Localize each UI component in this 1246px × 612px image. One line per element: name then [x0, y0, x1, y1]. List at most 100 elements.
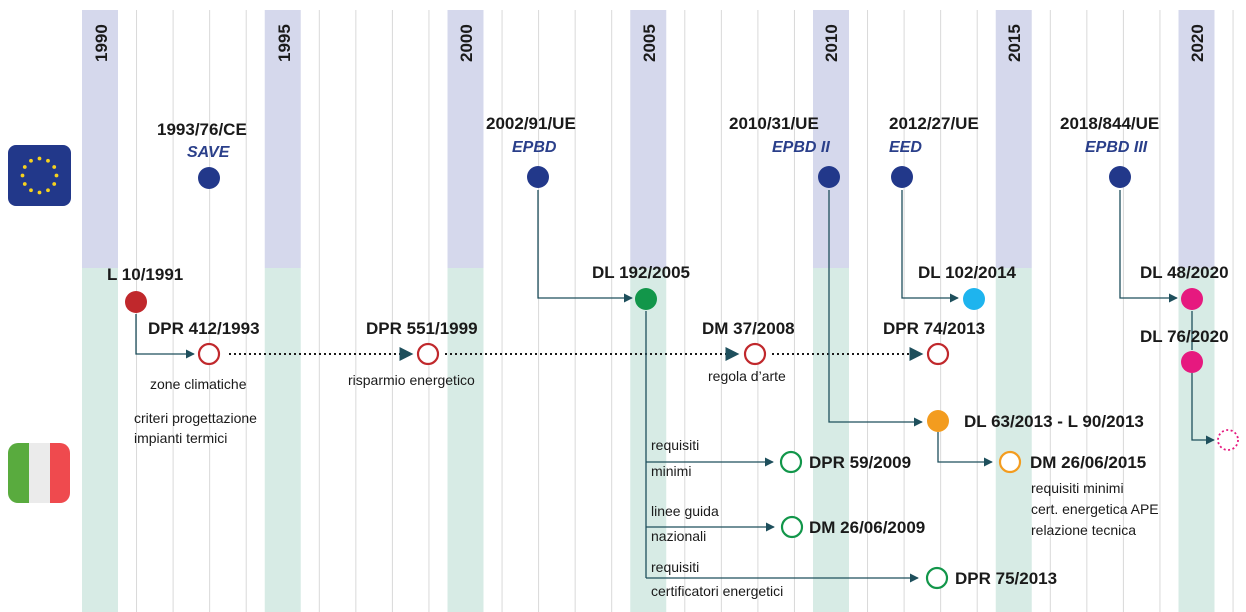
year-label-2010: 2010: [822, 24, 841, 62]
dot-dl48: [1181, 288, 1203, 310]
arrow-epbd-dl192: [537, 190, 633, 303]
year-label-2000: 2000: [457, 24, 476, 62]
branch-label-3b: certificatori energetici: [651, 583, 783, 599]
band-it-1990: [82, 268, 118, 612]
eu-directive-dots: [198, 166, 1131, 189]
year-label-2015: 2015: [1005, 24, 1024, 62]
note-dpr551: risparmio energetico: [348, 372, 475, 388]
name-epbd: EPBD: [512, 139, 557, 156]
dot-epbd-ii: [818, 166, 840, 188]
italy-flag-icon: [8, 443, 70, 503]
note-dpr412-1: zone climatiche: [150, 376, 247, 392]
band-eu-2015: [995, 10, 1032, 268]
arrow-dl63-dm2015: [937, 432, 993, 467]
dot-dpr74: [926, 342, 950, 366]
label-dl63: DL 63/2013 - L 90/2013: [964, 412, 1144, 431]
dot-save: [198, 167, 220, 189]
year-label-1995: 1995: [275, 24, 294, 62]
note-dm2015-2: cert. energetica APE: [1031, 501, 1159, 517]
label-dpr74: DPR 74/2013: [883, 319, 985, 338]
label-dm2015: DM 26/06/2015: [1030, 453, 1146, 472]
label-dm37: DM 37/2008: [702, 319, 795, 338]
band-eu-2020: [1178, 10, 1215, 268]
year-label-1990: 1990: [92, 24, 111, 62]
code-epbd: 2002/91/UE: [486, 114, 576, 133]
band-eu-1990: [82, 10, 118, 268]
label-dpr75: DPR 75/2013: [955, 569, 1057, 588]
arrow-eed-dl102: [901, 190, 959, 303]
connectors: [135, 190, 1215, 583]
band-it-2015: [995, 268, 1032, 612]
dot-dl63: [927, 410, 949, 432]
name-eed: EED: [889, 139, 922, 156]
eu-star: [52, 182, 57, 186]
eu-star: [52, 165, 57, 169]
code-save: 1993/76/CE: [157, 120, 247, 139]
label-dpr551: DPR 551/1999: [366, 319, 478, 338]
band-it-2010: [813, 268, 849, 612]
label-dl102: DL 102/2014: [918, 263, 1017, 282]
dot-dpr412: [197, 342, 221, 366]
dot-dm2009: [780, 515, 804, 539]
dot-dm37: [743, 342, 767, 366]
code-epbd-iii: 2018/844/UE: [1060, 114, 1159, 133]
branch-label-1b: minimi: [651, 463, 691, 479]
dot-dm2015: [998, 450, 1022, 474]
dot-dpr75: [925, 566, 949, 590]
band-eu-1995: [264, 10, 301, 268]
year-labels: 1990 1995 2000 2005 2010 2015 2020: [92, 24, 1207, 62]
eu-flag-icon: [8, 145, 71, 206]
band-it-1995: [264, 268, 301, 612]
dot-l10: [125, 291, 147, 313]
eu-star: [22, 165, 27, 169]
label-dl76: DL 76/2020: [1140, 327, 1229, 346]
label-dl48: DL 48/2020: [1140, 263, 1229, 282]
branch-label-2b: nazionali: [651, 528, 706, 544]
label-dl192: DL 192/2005: [592, 263, 690, 282]
label-dm2009: DM 26/06/2009: [809, 518, 925, 537]
band-eu-2010: [813, 10, 849, 268]
dot-dl102: [963, 288, 985, 310]
eu-star: [46, 158, 50, 163]
dot-dpr551: [416, 342, 440, 366]
band-eu-2005: [630, 10, 667, 268]
eu-star: [37, 156, 42, 161]
code-epbd-ii: 2010/31/UE: [729, 114, 819, 133]
eu-star: [22, 182, 27, 186]
eu-star: [54, 173, 59, 178]
band-eu-2000: [447, 10, 484, 268]
note-dm2015-3: relazione tecnica: [1031, 522, 1136, 538]
dot-dl76: [1181, 351, 1203, 373]
arrow-epbdii-dl63: [828, 190, 923, 427]
note-dpr412-2: criteri progettazione: [134, 410, 257, 426]
arrow-epbdiii-dl48: [1119, 190, 1178, 303]
eu-star: [20, 173, 25, 178]
branch-label-3a: requisiti: [651, 559, 699, 575]
dot-dl192: [635, 288, 657, 310]
year-label-2020: 2020: [1188, 24, 1207, 62]
dot-dpr59: [779, 450, 803, 474]
branch-label-2a: linee guida: [651, 503, 719, 519]
italian-law-nodes: [125, 288, 1239, 590]
code-eed: 2012/27/UE: [889, 114, 979, 133]
dot-epbd: [527, 166, 549, 188]
label-l10: L 10/1991: [107, 265, 183, 284]
eu-star: [46, 188, 50, 193]
dot-epbd-iii: [1109, 166, 1131, 188]
note-dm37: regola d’arte: [708, 368, 786, 384]
label-dpr59: DPR 59/2009: [809, 453, 911, 472]
dot-eed: [891, 166, 913, 188]
arrow-dl76-future: [1191, 373, 1215, 445]
name-epbd-ii: EPBD II: [772, 139, 830, 156]
name-epbd-iii: EPBD III: [1085, 139, 1148, 156]
label-dpr412: DPR 412/1993: [148, 319, 260, 338]
branch-label-1a: requisiti: [651, 437, 699, 453]
year-bands: [82, 10, 1215, 612]
dot-future: [1217, 429, 1239, 451]
eu-star: [37, 190, 42, 195]
band-it-2000: [447, 268, 484, 612]
band-it-2005: [630, 268, 667, 612]
eu-directive-labels: 1993/76/CE SAVE 2002/91/UE EPBD 2010/31/…: [157, 114, 1159, 161]
